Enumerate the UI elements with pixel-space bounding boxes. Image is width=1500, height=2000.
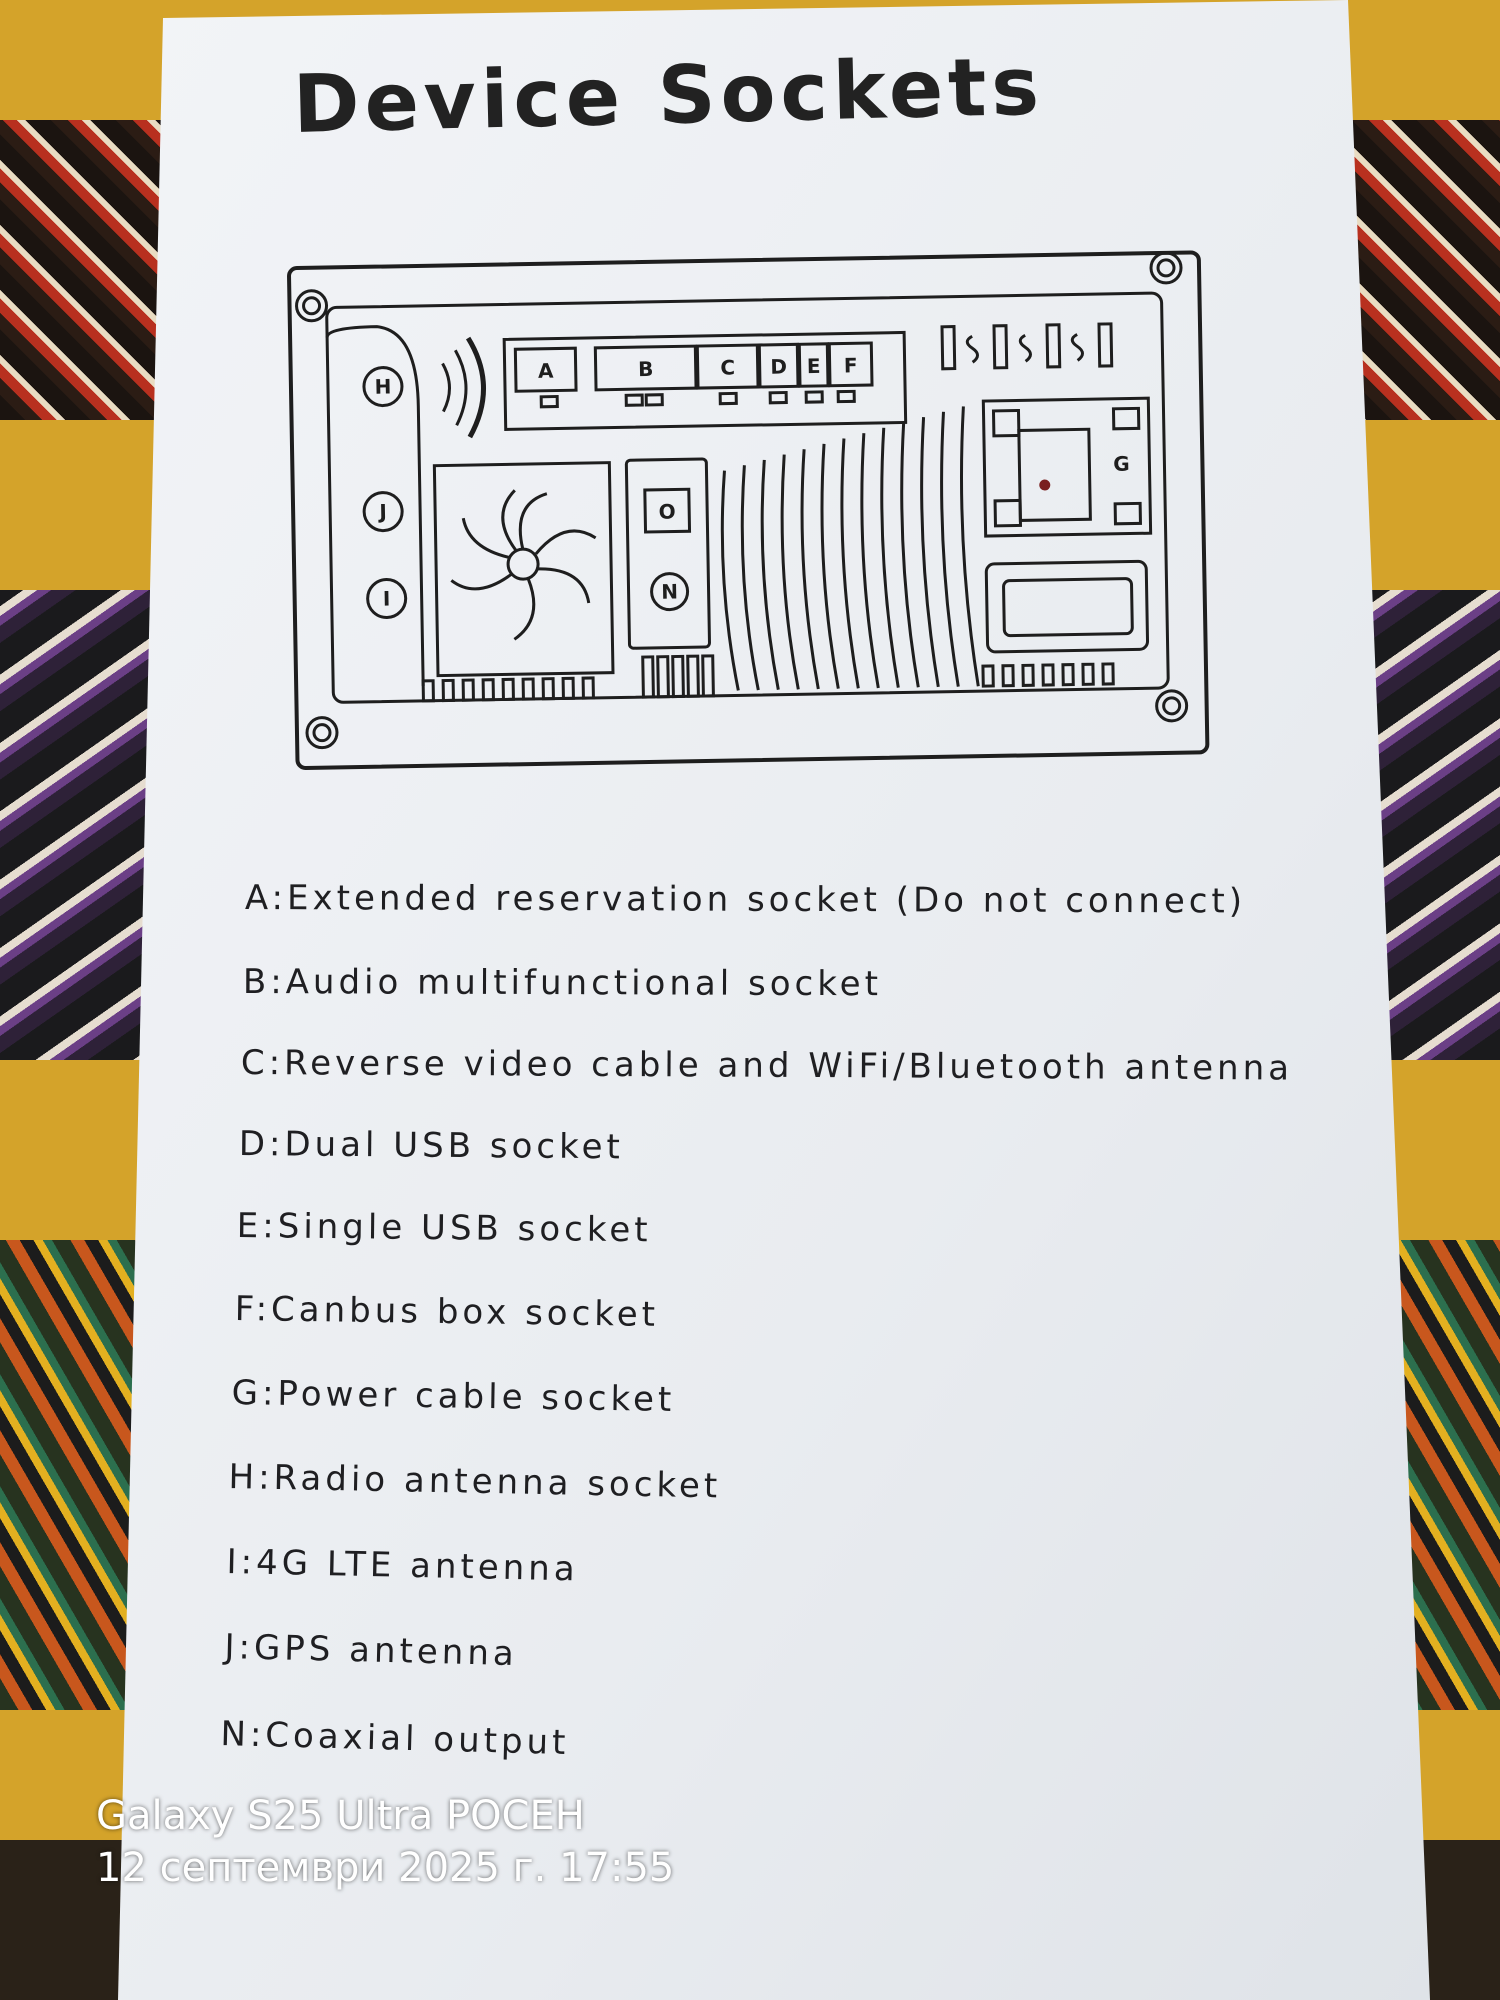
legend-item-c: C:Reverse video cable and WiFi/Bluetooth… (240, 1043, 1294, 1089)
label-h: H (374, 374, 391, 398)
mounting-screw-icon (1149, 251, 1183, 285)
mounting-screw-icon (295, 289, 329, 323)
slot (984, 559, 1150, 654)
optical-output-o (643, 487, 692, 534)
coaxial-output-n (650, 572, 690, 612)
cooling-fan-icon (450, 489, 597, 641)
camera-watermark: Galaxy S25 Ultra РОСЕН 12 септември 2025… (96, 1790, 674, 1894)
label-f: F (844, 353, 858, 377)
connector-block (502, 330, 908, 431)
label-n: N (661, 579, 678, 603)
connector-f (827, 341, 874, 388)
label-j: J (377, 500, 387, 524)
connector-d (757, 342, 800, 389)
radio-antenna-socket-h (362, 366, 404, 408)
gps-antenna-socket-j (362, 491, 404, 533)
connector-b (593, 344, 698, 392)
legend-item-a: A:Extended reservation socket (Do not co… (244, 878, 1247, 922)
cooling-fan-box (432, 461, 615, 678)
label-a: A (538, 359, 554, 383)
legend-item-e: E:Single USB socket (236, 1206, 652, 1251)
legend-item-j: J:GPS antenna (224, 1627, 519, 1675)
connector-a (513, 346, 578, 393)
power-cable-socket-g (981, 396, 1153, 538)
label-i: I (383, 586, 391, 610)
legend-item-g: G:Power cable socket (231, 1373, 676, 1420)
label-g: G (1113, 452, 1130, 476)
legend-item-i: I:4G LTE antenna (226, 1542, 580, 1590)
label-d: D (770, 355, 787, 379)
clip-row (940, 322, 1114, 371)
legend-item-f: F:Canbus box socket (234, 1289, 660, 1335)
photo-datetime: 12 септември 2025 г. 17:55 (96, 1845, 675, 1891)
device-inner-panel (325, 291, 1170, 704)
legend-item-b: B:Audio multifunctional socket (242, 962, 883, 1005)
mounting-screw-icon (305, 716, 339, 750)
device-outer-frame (287, 250, 1210, 770)
lte-antenna-socket-i (366, 578, 408, 620)
label-c: C (720, 355, 735, 379)
legend-item-d: D:Dual USB socket (238, 1124, 624, 1168)
label-e: E (807, 354, 821, 378)
output-box (624, 457, 711, 650)
label-b: B (638, 357, 654, 381)
label-o: O (658, 499, 675, 523)
mounting-screw-icon (1155, 689, 1189, 723)
connector-e (797, 342, 830, 388)
connector-c (695, 343, 760, 390)
heatsink-fins (720, 406, 980, 691)
camera-device-label: Galaxy S25 Ultra РОСЕН (96, 1793, 585, 1839)
